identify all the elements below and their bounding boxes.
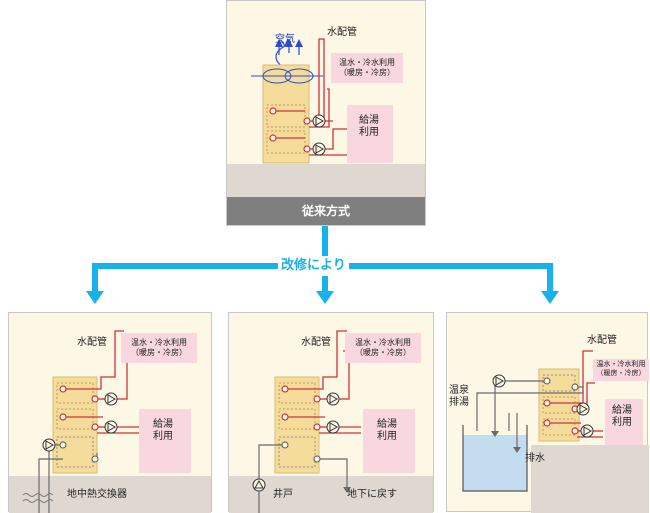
pump-icon [42, 438, 56, 452]
hot-cold-use-box [593, 359, 649, 381]
conventional-diagram [227, 38, 425, 200]
well-diagram [229, 330, 433, 513]
pump-icon [576, 402, 590, 416]
arrow-down-icon [541, 291, 559, 304]
hotspring-panel: 水配管 温水・冷水利用 （暖房・冷房） 給湯 利用 温泉 排湯 排水 [446, 312, 649, 513]
water-pipe-label: 水配管 [77, 337, 107, 348]
water-pipe-label: 水配管 [301, 337, 331, 348]
heat-pump-unit [52, 376, 98, 474]
arrow-down-icon [316, 291, 334, 304]
ground [227, 164, 425, 200]
hot-cold-use-label: 温水・冷水利用 （暖房・冷房） [596, 360, 646, 377]
air-arrow-head-icon [285, 39, 293, 47]
transition-label: 改修により [278, 256, 349, 276]
pump-icon [492, 374, 506, 388]
heat-pump-unit [262, 64, 310, 164]
ground-wave-icon [22, 499, 54, 503]
conventional-caption: 従来方式 [227, 197, 425, 225]
pump-icon [104, 392, 118, 406]
well-pump-icon [252, 478, 266, 492]
hot-cold-use-box [345, 333, 421, 363]
pump-icon [104, 420, 118, 434]
hot-cold-use-label: 温水・冷水利用 （暖房・冷房） [339, 58, 395, 77]
air-label: 空気 [275, 34, 295, 45]
hot-cold-use-box [121, 333, 197, 363]
hot-water-supply-box [347, 105, 393, 163]
hot-water-supply-label: 給湯 利用 [359, 115, 379, 138]
water-pipe-label: 水配管 [587, 335, 617, 346]
heat-exchanger-label: 地中熱交換器 [67, 489, 127, 500]
ground [531, 445, 649, 513]
hot-water-supply-box [139, 409, 191, 473]
ground-panel: 水配管 温水・冷水利用 （暖房・冷房） 給湯 利用 地中熱交換器 [8, 312, 212, 513]
hotspring-diagram [462, 350, 649, 513]
hot-cold-use-label: 温水・冷水利用 （暖房・冷房） [355, 338, 411, 357]
pump-icon [580, 424, 594, 438]
hot-cold-use-box [331, 53, 403, 83]
conventional-panel: 空気 水配管 温水・冷水利用 （暖房・冷房） 給湯 利用 従来方式 [226, 0, 426, 226]
pump-icon [326, 392, 340, 406]
hot-water-supply-label: 給湯 利用 [153, 419, 173, 442]
hot-water-supply-label: 給湯 利用 [612, 405, 632, 428]
arrow-down-icon [491, 431, 499, 437]
air-arrow-head-icon [295, 39, 303, 47]
pump-icon [326, 420, 340, 434]
hotspring-tank [463, 435, 527, 491]
ground-diagram [9, 330, 211, 513]
air-arrow-head-icon [275, 39, 283, 47]
arrow-down-icon [513, 447, 521, 453]
arrow-down-icon [343, 487, 351, 493]
arrow-down-icon [86, 291, 104, 304]
return-label: 地下に戻す [347, 489, 397, 500]
well-label: 井戸 [273, 489, 293, 500]
heat-pump-unit [274, 376, 320, 474]
hot-water-supply-box [363, 409, 415, 473]
ground-wave-icon [22, 493, 54, 497]
pump-icon [312, 142, 326, 156]
hot-cold-use-label: 温水・冷水利用 （暖房・冷房） [131, 338, 187, 357]
drain-label: 排水 [525, 453, 545, 464]
water-pipe-label: 水配管 [327, 27, 357, 38]
ground [9, 476, 211, 513]
hotspring-drain-label: 温泉 排湯 [449, 385, 469, 408]
pump-icon [312, 114, 326, 128]
well-panel: 水配管 温水・冷水利用 （暖房・冷房） 給湯 利用 井戸 地下に戻す [228, 312, 434, 513]
hot-water-supply-label: 給湯 利用 [377, 419, 397, 442]
hot-water-supply-box [605, 399, 643, 445]
